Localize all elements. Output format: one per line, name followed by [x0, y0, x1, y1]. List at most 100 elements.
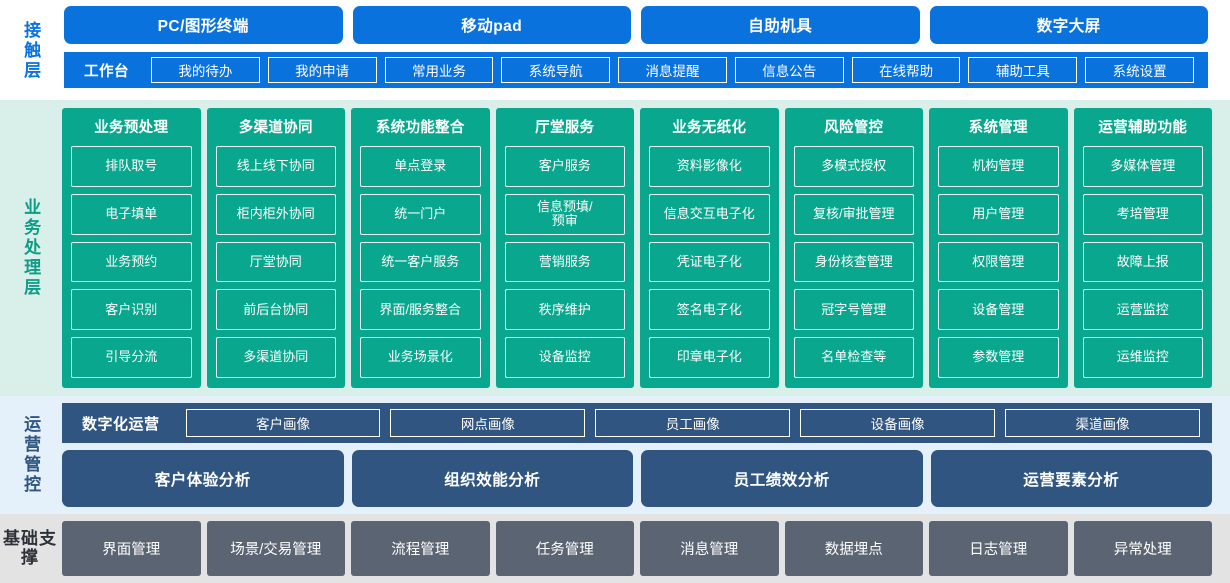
analysis-chip[interactable]: 客户体验分析	[62, 450, 344, 507]
business-cell[interactable]: 资料影像化	[649, 146, 770, 187]
foundation-chip[interactable]: 界面管理	[62, 521, 201, 576]
business-cell[interactable]: 签名电子化	[649, 289, 770, 331]
foundation-layer-label: 基础支撑	[0, 521, 60, 576]
business-cell[interactable]: 复核/审批管理	[793, 193, 914, 235]
workbench-item[interactable]: 我的申请	[267, 57, 377, 83]
business-cell[interactable]: 冠字号管理	[793, 289, 914, 331]
workbench-item[interactable]: 系统设置	[1085, 57, 1195, 83]
business-column-title: 系统管理	[968, 120, 1028, 136]
business-cell[interactable]: 统一门户	[360, 193, 481, 235]
portrait-chip[interactable]: 设备画像	[800, 409, 996, 437]
business-cell[interactable]: 信息预填/ 预审	[504, 193, 625, 235]
business-column-title: 多渠道协同	[238, 120, 313, 136]
terminal-chip[interactable]: 移动pad	[352, 6, 631, 44]
foundation-layer-body: 界面管理 场景/交易管理 流程管理 任务管理 消息管理 数据埋点 日志管理 异常…	[60, 521, 1230, 576]
foundation-chip[interactable]: 流程管理	[351, 521, 490, 576]
terminal-chip[interactable]: 自助机具	[641, 6, 920, 44]
business-cell[interactable]: 多渠道协同	[215, 337, 336, 378]
foundation-chip[interactable]: 数据埋点	[784, 521, 923, 576]
business-cell[interactable]: 多媒体管理	[1082, 146, 1203, 187]
business-layer-label-text: 业务处理层	[21, 198, 41, 298]
foundation-chip-row: 界面管理 场景/交易管理 流程管理 任务管理 消息管理 数据埋点 日志管理 异常…	[60, 521, 1230, 576]
foundation-chip[interactable]: 场景/交易管理	[206, 521, 345, 576]
contact-layer-body: PC/图形终端 移动pad 自助机具 数字大屏 工作台 我的待办 我的申请 常用…	[60, 6, 1230, 96]
workbench-item[interactable]: 信息公告	[734, 57, 844, 83]
portrait-chip[interactable]: 员工画像	[595, 409, 791, 437]
foundation-layer-label-text: 基础支撑	[3, 529, 57, 567]
business-cell[interactable]: 客户服务	[504, 146, 625, 187]
workbench-item[interactable]: 辅助工具	[968, 57, 1078, 83]
business-column: 业务预处理 排队取号 电子填单 业务预约 客户识别 引导分流	[62, 108, 201, 388]
business-layer-band: 业务处理层 业务预处理 排队取号 电子填单 业务预约 客户识别 引导分流 多渠道…	[0, 100, 1230, 396]
business-cell[interactable]: 电子填单	[71, 193, 192, 235]
foundation-chip[interactable]: 消息管理	[640, 521, 779, 576]
workbench-item[interactable]: 常用业务	[384, 57, 494, 83]
terminal-chip[interactable]: PC/图形终端	[64, 6, 343, 44]
operations-content: 数字化运营 客户画像 网点画像 员工画像 设备画像 渠道画像 客户体验分析 组织…	[60, 403, 1230, 507]
business-cell[interactable]: 身份核查管理	[793, 241, 914, 283]
foundation-chip[interactable]: 异常处理	[1073, 521, 1212, 576]
business-column-row: 业务预处理 排队取号 电子填单 业务预约 客户识别 引导分流 多渠道协同 线上线…	[60, 108, 1230, 388]
business-cell[interactable]: 设备监控	[504, 337, 625, 378]
business-cell[interactable]: 信息交互电子化	[649, 193, 770, 235]
operations-layer-band: 运营管控 数字化运营 客户画像 网点画像 员工画像 设备画像 渠道画像 客户体验…	[0, 396, 1230, 514]
business-column: 厅堂服务 客户服务 信息预填/ 预审 营销服务 秩序维护 设备监控	[495, 108, 634, 388]
contact-layer-label-text: 接触层	[21, 21, 41, 81]
business-cell[interactable]: 业务场景化	[360, 337, 481, 378]
terminal-chip[interactable]: 数字大屏	[929, 6, 1208, 44]
business-cell[interactable]: 印章电子化	[649, 337, 770, 378]
analysis-chip[interactable]: 组织效能分析	[351, 450, 633, 507]
business-cell[interactable]: 统一客户服务	[360, 241, 481, 283]
business-cell[interactable]: 多模式授权	[793, 146, 914, 187]
portrait-chip[interactable]: 网点画像	[390, 409, 586, 437]
business-layer-label: 业务处理层	[0, 108, 60, 388]
business-cell[interactable]: 机构管理	[938, 146, 1059, 187]
operations-layer-label: 运营管控	[0, 403, 60, 507]
contact-layer-label: 接触层	[0, 6, 60, 96]
foundation-chip[interactable]: 日志管理	[929, 521, 1068, 576]
business-cell[interactable]: 营销服务	[504, 241, 625, 283]
portrait-chip[interactable]: 客户画像	[185, 409, 381, 437]
business-column: 系统功能整合 单点登录 统一门户 统一客户服务 界面/服务整合 业务场景化	[351, 108, 490, 388]
business-cell[interactable]: 客户识别	[71, 289, 192, 331]
portrait-chip[interactable]: 渠道画像	[1005, 409, 1200, 437]
business-cell[interactable]: 业务预约	[71, 241, 192, 283]
analysis-chip[interactable]: 员工绩效分析	[641, 450, 923, 507]
business-cell[interactable]: 设备管理	[938, 289, 1059, 331]
workbench-item[interactable]: 系统导航	[501, 57, 611, 83]
business-column: 多渠道协同 线上线下协同 柜内柜外协同 厅堂协同 前后台协同 多渠道协同	[206, 108, 345, 388]
business-cell[interactable]: 运维监控	[1082, 337, 1203, 378]
digital-operations-title: 数字化运营	[82, 415, 160, 433]
business-cell[interactable]: 引导分流	[71, 337, 192, 378]
business-cell[interactable]: 单点登录	[360, 146, 481, 187]
contact-layer-band: 接触层 PC/图形终端 移动pad 自助机具 数字大屏 工作台 我的待办 我的申…	[0, 0, 1230, 100]
business-cell[interactable]: 排队取号	[71, 146, 192, 187]
workbench-item[interactable]: 在线帮助	[851, 57, 961, 83]
foundation-chip[interactable]: 任务管理	[495, 521, 634, 576]
business-column-title: 运营辅助功能	[1098, 120, 1188, 136]
business-cell[interactable]: 柜内柜外协同	[215, 193, 336, 235]
workbench-title: 工作台	[84, 63, 129, 80]
business-cell[interactable]: 厅堂协同	[215, 241, 336, 283]
business-cell[interactable]: 前后台协同	[215, 289, 336, 331]
business-cell[interactable]: 界面/服务整合	[360, 289, 481, 331]
workbench-item[interactable]: 消息提醒	[618, 57, 727, 83]
business-cell[interactable]: 权限管理	[938, 241, 1059, 283]
business-cell[interactable]: 线上线下协同	[215, 146, 336, 187]
foundation-layer-band: 基础支撑 界面管理 场景/交易管理 流程管理 任务管理 消息管理 数据埋点 日志…	[0, 514, 1230, 583]
business-cell[interactable]: 故障上报	[1082, 241, 1203, 283]
business-column: 系统管理 机构管理 用户管理 权限管理 设备管理 参数管理	[929, 108, 1068, 388]
business-cell[interactable]: 参数管理	[938, 337, 1059, 378]
business-column: 风险管控 多模式授权 复核/审批管理 身份核查管理 冠字号管理 名单检查等	[784, 108, 923, 388]
business-cell[interactable]: 考培管理	[1082, 193, 1203, 235]
business-column: 运营辅助功能 多媒体管理 考培管理 故障上报 运营监控 运维监控	[1073, 108, 1212, 388]
business-cell[interactable]: 凭证电子化	[649, 241, 770, 283]
business-layer-body: 业务预处理 排队取号 电子填单 业务预约 客户识别 引导分流 多渠道协同 线上线…	[60, 108, 1230, 388]
business-cell[interactable]: 秩序维护	[504, 289, 625, 331]
workbench-item[interactable]: 我的待办	[151, 57, 260, 83]
analysis-chip[interactable]: 运营要素分析	[930, 450, 1212, 507]
business-cell[interactable]: 运营监控	[1082, 289, 1203, 331]
business-cell[interactable]: 名单检查等	[793, 337, 914, 378]
business-cell[interactable]: 用户管理	[938, 193, 1059, 235]
